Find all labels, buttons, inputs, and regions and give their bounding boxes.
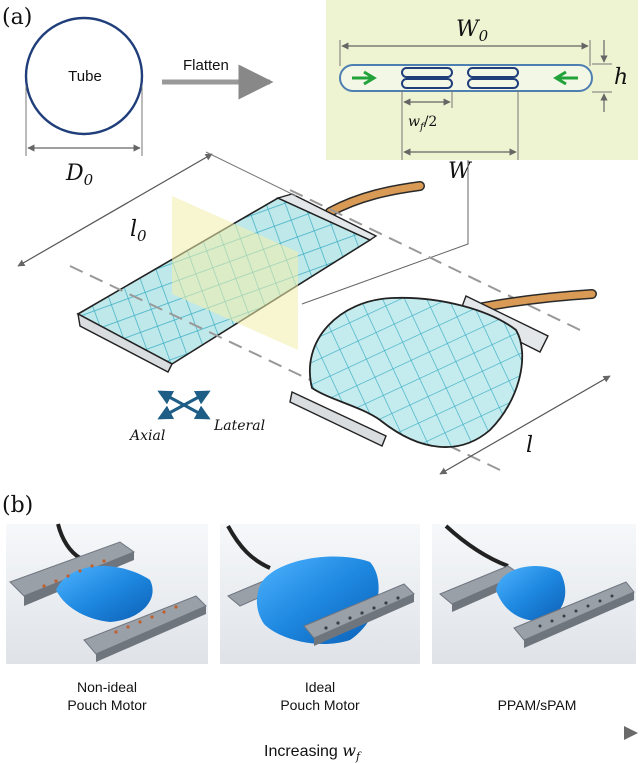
diameter-label: D0 bbox=[65, 161, 94, 189]
panel-a-label: (a) bbox=[2, 5, 32, 30]
flatten-label: Flatten bbox=[183, 57, 229, 74]
flat-pouch-seal-end bbox=[275, 193, 378, 241]
caption-non-ideal-line1: Non-ideal bbox=[77, 679, 137, 695]
increasing-arrowhead bbox=[624, 726, 638, 740]
photo-ppam bbox=[432, 524, 636, 664]
tube-label: Tube bbox=[68, 68, 102, 85]
lateral-arrow bbox=[157, 390, 211, 420]
wf-label: wf/2 bbox=[408, 114, 437, 133]
width0-label: W0 bbox=[456, 17, 489, 45]
panel-b-label: (b) bbox=[2, 493, 33, 518]
tube-circle bbox=[24, 16, 144, 136]
caption-ideal-line2: Pouch Motor bbox=[280, 697, 360, 713]
inner-fold-left-lower bbox=[401, 78, 453, 89]
axial-label: Axial bbox=[128, 428, 165, 444]
caption-non-ideal-line2: Pouch Motor bbox=[67, 697, 147, 713]
flat-pouch-seal-front bbox=[77, 312, 173, 373]
inflow-arrow-right bbox=[553, 70, 578, 86]
length0-label: l0 bbox=[130, 217, 147, 245]
length0-dimension-line bbox=[17, 153, 213, 267]
caption-ppam: PPAM/sPAM bbox=[498, 697, 577, 713]
inset-leader-line bbox=[301, 160, 469, 305]
inner-fold-left bbox=[401, 67, 453, 78]
tubing-inflated-fill bbox=[474, 290, 596, 312]
inner-fold-right-lower bbox=[467, 78, 519, 89]
photo-ideal bbox=[220, 524, 420, 664]
caption-ideal-line1: Ideal bbox=[305, 679, 335, 695]
inflow-arrow-left bbox=[352, 70, 377, 86]
lateral-label: Lateral bbox=[213, 418, 265, 434]
length-dimension-line bbox=[439, 375, 611, 475]
photo-non-ideal bbox=[6, 523, 208, 664]
increasing-label: Increasing wf bbox=[264, 741, 362, 763]
inner-fold-right bbox=[467, 67, 519, 78]
width-label: W bbox=[448, 159, 473, 184]
length-label: l bbox=[526, 433, 533, 458]
centerline-upper bbox=[289, 189, 581, 331]
length0-tick-top bbox=[205, 151, 297, 197]
tubing-flat-fill bbox=[326, 182, 424, 216]
inflated-seal-front bbox=[289, 390, 387, 447]
height-label: h bbox=[614, 65, 628, 90]
